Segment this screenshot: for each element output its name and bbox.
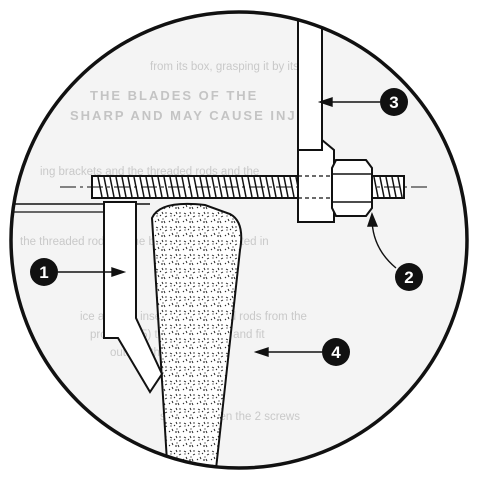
- callout-number: 4: [331, 343, 341, 362]
- background-text-line: THE BLADES OF THE: [90, 88, 258, 103]
- thread-mark: [265, 176, 271, 198]
- blade: [150, 202, 243, 468]
- leader-arrow-3: [317, 97, 380, 107]
- bracket: [103, 201, 164, 394]
- threaded-rod: [60, 175, 430, 199]
- thread-mark: [271, 176, 277, 198]
- callout-2: 2: [395, 263, 423, 291]
- thread-mark: [109, 176, 115, 198]
- callout-number: 2: [404, 268, 413, 287]
- thread-mark: [103, 176, 109, 198]
- magnifier-circle-outline: [9, 10, 469, 470]
- leader-arrow-2: [367, 212, 397, 269]
- thread-mark: [373, 176, 379, 198]
- callout-3: 3: [380, 88, 408, 116]
- background-text-line: SHARP AND MAY CAUSE INJUR: [70, 108, 319, 123]
- thread-mark: [163, 176, 169, 198]
- callout-1: 1: [30, 258, 58, 286]
- thread-mark: [379, 176, 385, 198]
- thread-mark: [157, 176, 163, 198]
- thread-mark: [217, 176, 223, 198]
- callout-number: 1: [39, 263, 48, 282]
- callout-4: 4: [322, 338, 350, 366]
- thread-mark: [211, 176, 217, 198]
- hex-nut: [331, 159, 373, 217]
- leader-arrow-1: [58, 267, 127, 277]
- callout-number: 3: [389, 93, 398, 112]
- leader-arrow-4: [253, 347, 322, 357]
- vertical-bar: [297, 12, 335, 223]
- background-text-line: from its box, grasping it by its: [150, 61, 299, 73]
